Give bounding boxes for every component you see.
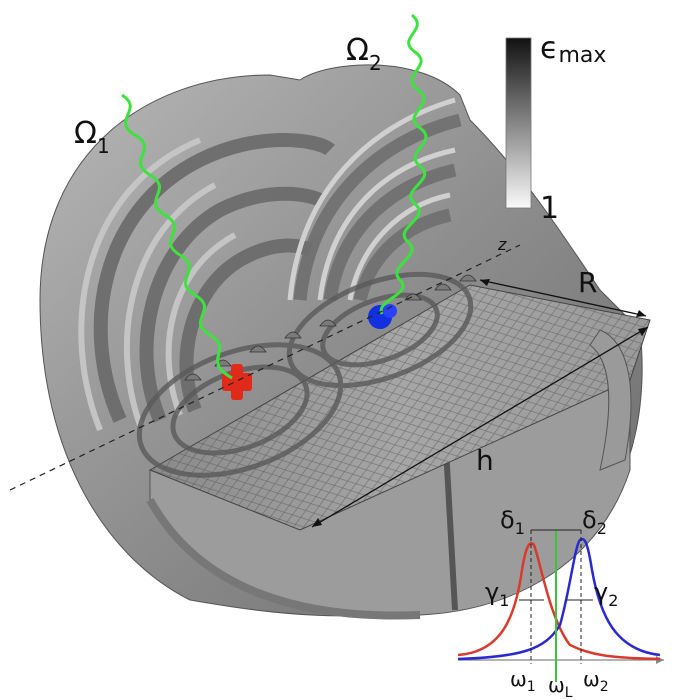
radius-arrow — [479, 279, 647, 317]
wave-omega1 — [121, 93, 233, 380]
colorbar-min-label: 1 — [540, 191, 559, 226]
delta2-label: δ2 — [582, 506, 607, 538]
omega-1-freq-label: ω1 — [510, 667, 536, 695]
height-label: h — [476, 444, 494, 477]
gamma1-label: γ1 — [485, 578, 509, 610]
lorentzian-2 — [457, 537, 661, 661]
height-arrow — [311, 326, 649, 528]
emitter-2 — [368, 304, 397, 329]
cavity-structure — [39, 64, 651, 620]
lorentzian-1 — [457, 542, 661, 661]
omega-L-freq-label: ωL — [548, 673, 573, 700]
delta1-label: δ1 — [500, 506, 525, 538]
permittivity-colorbar: ϵmax 1 — [505, 31, 606, 226]
right-end-ring — [589, 329, 632, 471]
omega2-label: Ω2 — [346, 33, 382, 75]
gamma2-label: γ2 — [594, 578, 618, 610]
spectral-inset: δ1 δ2 γ1 γ2 ω1 ωL ω2 — [457, 506, 664, 700]
omega-2-freq-label: ω2 — [583, 667, 609, 695]
colorbar-max-label: ϵmax — [540, 31, 606, 68]
z-axis-label: z — [497, 235, 507, 254]
omega1-label: Ω1 — [74, 116, 110, 158]
radius-label: R — [578, 266, 597, 299]
wave-omega2 — [379, 13, 428, 315]
